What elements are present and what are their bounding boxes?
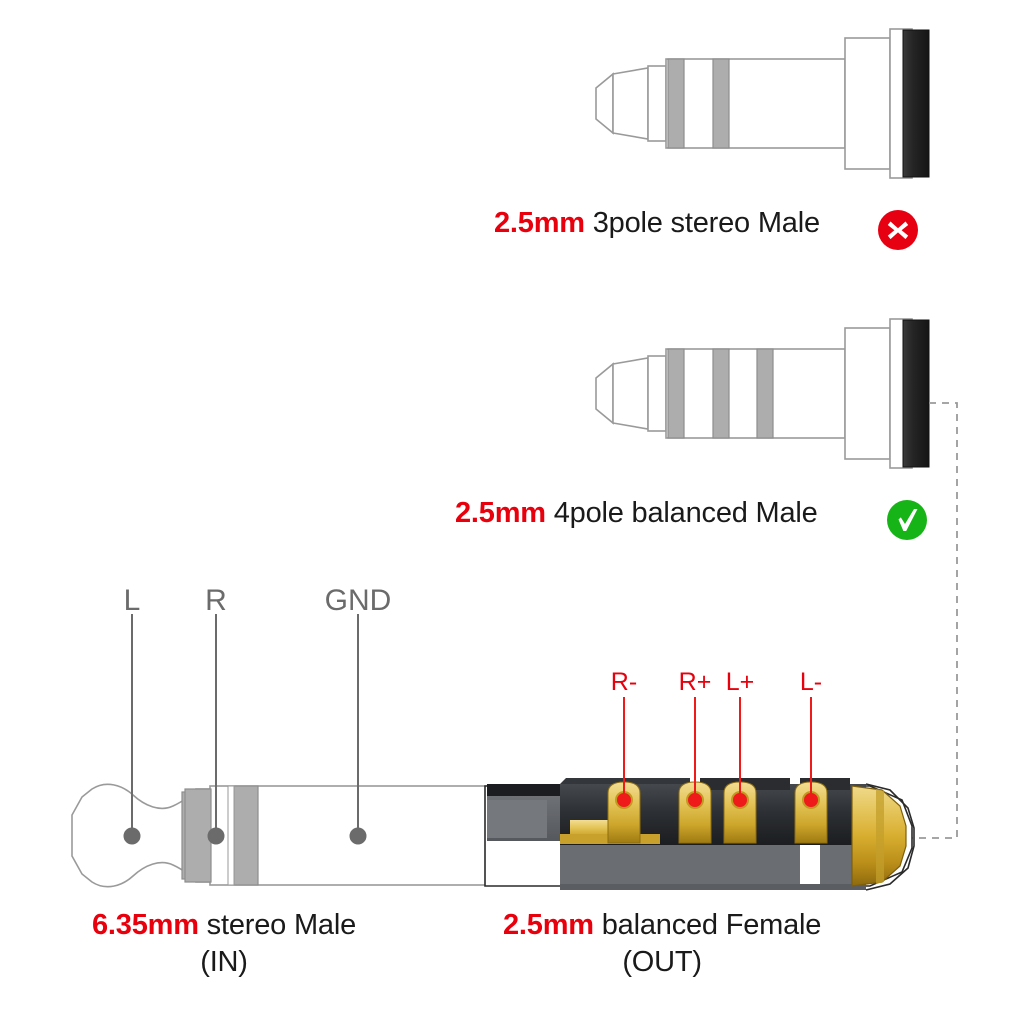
caption-output-text: balanced Female (593, 909, 822, 941)
pin-label-r: R (205, 584, 227, 617)
pin-label-l: L (123, 584, 141, 617)
input-leader-lines (123, 614, 367, 845)
caption-three-pole-size: 2.5mm (494, 207, 585, 239)
pin-label-l-minus: L- (799, 668, 823, 696)
caption-output-direction: (OUT) (622, 946, 702, 978)
connection-dashed-link (912, 402, 958, 839)
pin-label-l-plus: L+ (725, 668, 755, 696)
check-badge-icon (887, 500, 927, 540)
caption-output-size: 2.5mm (503, 909, 594, 941)
caption-input-direction: (IN) (200, 946, 248, 978)
pin-label-gnd: GND (324, 584, 392, 617)
caption-four-pole-text: 4pole balanced Male (545, 497, 818, 529)
three-pole-plug-graphic (595, 28, 930, 179)
caption-three-pole-text: 3pole stereo Male (584, 207, 820, 239)
pin-label-r-plus: R+ (678, 668, 712, 696)
caption-output-jack: 2.5mm balanced Female (OUT) (503, 909, 821, 979)
caption-input-plug: 6.35mm stereo Male (IN) (92, 909, 356, 979)
caption-input-size: 6.35mm (92, 909, 199, 941)
caption-three-pole: 2.5mm 3pole stereo Male (494, 207, 820, 240)
pin-label-r-minus: R- (610, 668, 638, 696)
caption-input-text: stereo Male (198, 909, 357, 941)
caption-four-pole-size: 2.5mm (455, 497, 546, 529)
input-plug-graphic (71, 783, 489, 888)
output-jack-graphic (484, 778, 915, 891)
caption-four-pole: 2.5mm 4pole balanced Male (455, 497, 818, 530)
four-pole-plug-graphic (595, 318, 930, 469)
output-leader-lines (617, 697, 818, 807)
x-badge-icon (878, 210, 918, 250)
